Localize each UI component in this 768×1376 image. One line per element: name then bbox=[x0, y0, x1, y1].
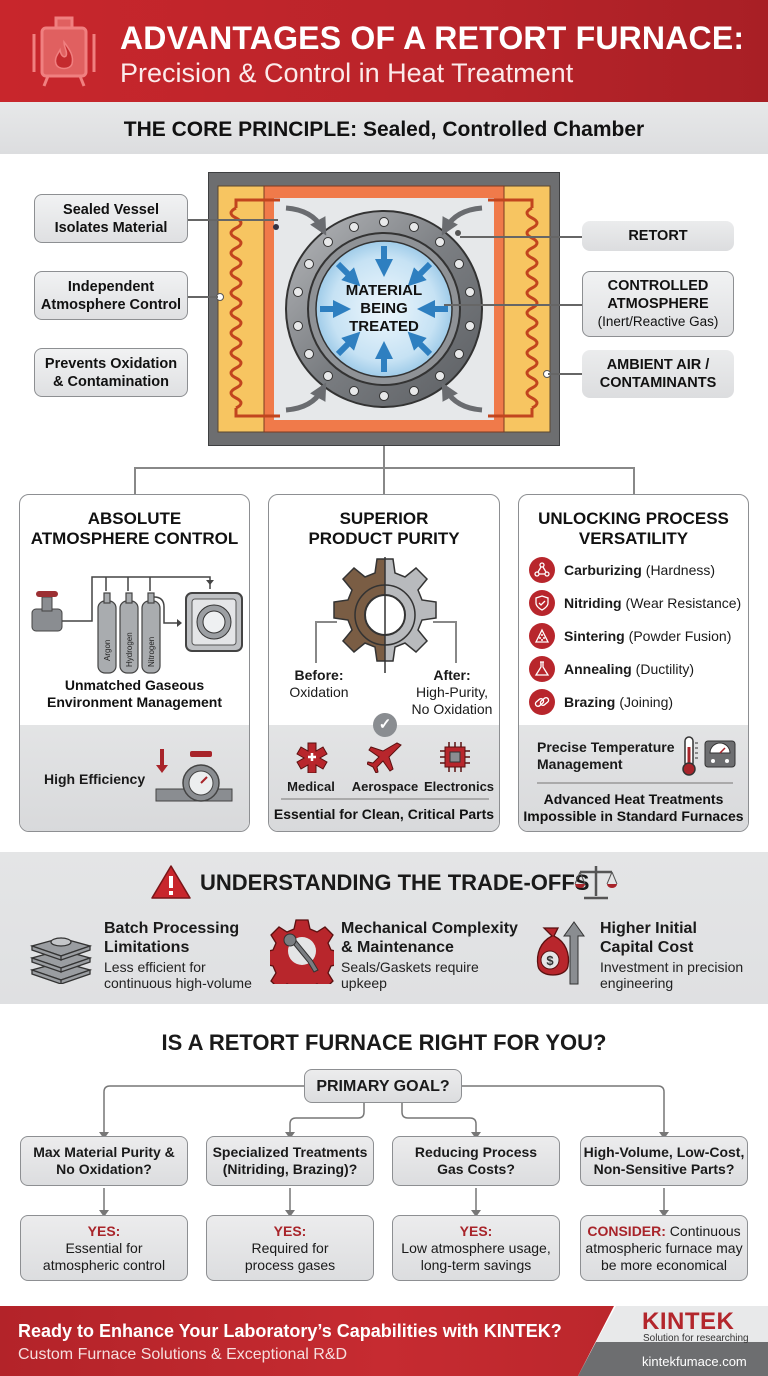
material-being-treated-label: MATERIAL BEING TREATED bbox=[345, 282, 423, 335]
stacked-plates-icon bbox=[29, 937, 93, 984]
pressure-gauge-icon bbox=[155, 749, 233, 802]
temperature-management-label: Precise Temperature Management bbox=[537, 739, 675, 772]
decision-question-high-volume: High-Volume, Low-Cost,Non-Sensitive Part… bbox=[580, 1136, 748, 1186]
process-item-sintering: Sintering (Powder Fusion) bbox=[529, 623, 731, 649]
pointer-line bbox=[433, 621, 455, 623]
industry-electronics: Electronics bbox=[423, 779, 495, 794]
process-item-carburizing: Carburizing (Hardness) bbox=[529, 557, 715, 583]
checkmark-icon: ✓ bbox=[373, 713, 397, 737]
kintek-url-link[interactable]: kintekfumace.com bbox=[642, 1354, 747, 1369]
airplane-icon bbox=[367, 742, 402, 773]
decision-answer-gas-costs: YES: Low atmosphere usage,long-term savi… bbox=[392, 1215, 560, 1281]
after-label: After: High-Purity, No Oxidation bbox=[411, 667, 493, 717]
pointer-line bbox=[455, 621, 457, 663]
high-efficiency-label: High Efficiency bbox=[44, 771, 146, 787]
process-item-annealing: Annealing (Ductility) bbox=[529, 656, 694, 682]
core-principle-title: THE CORE PRINCIPLE: Sealed, Controlled C… bbox=[123, 118, 645, 141]
decision-answer-high-volume: CONSIDER: Continuous atmospheric furnace… bbox=[580, 1215, 748, 1281]
footer-cta-subtitle: Custom Furnace Solutions & Exceptional R… bbox=[18, 1346, 348, 1363]
divider bbox=[281, 798, 489, 800]
powder-pile-icon bbox=[529, 623, 555, 649]
callout-retort: RETORT bbox=[582, 221, 734, 251]
page-title: ADVANTAGES OF A RETORT FURNACE: bbox=[120, 20, 745, 56]
card-caption: Essential for Clean, Critical Parts bbox=[273, 806, 495, 822]
decision-question-treatments: Specialized Treatments(Nitriding, Brazin… bbox=[206, 1136, 374, 1186]
kintek-logo: KINTEK bbox=[642, 1308, 735, 1335]
card-product-purity: SUPERIOR PRODUCT PURITY Before: Oxidatio… bbox=[268, 494, 500, 832]
retort-furnace-diagram bbox=[208, 172, 560, 446]
tradeoffs-band bbox=[0, 852, 768, 1004]
flask-icon bbox=[529, 656, 555, 682]
kintek-tagline: Solution for researching bbox=[643, 1333, 749, 1344]
money-bag-icon: $ bbox=[536, 921, 585, 985]
process-item-nitriding: Nitriding (Wear Resistance) bbox=[529, 590, 741, 616]
card-atmosphere-control: ABSOLUTE ATMOSPHERE CONTROL Argon Hydrog… bbox=[19, 494, 250, 832]
argon-label: Argon bbox=[103, 640, 112, 661]
connector-line bbox=[548, 373, 582, 375]
process-item-brazing: Brazing (Joining) bbox=[529, 689, 673, 715]
callout-independent-atmosphere: Independent Atmosphere Control bbox=[34, 271, 188, 320]
decision-root-node: PRIMARY GOAL? bbox=[304, 1069, 462, 1103]
tradeoff-item-complexity: Mechanical Complexity & Maintenance Seal… bbox=[341, 920, 518, 991]
tree-connector bbox=[134, 467, 136, 494]
tradeoff-item-batch: Batch Processing Limitations Less effici… bbox=[104, 920, 252, 991]
molecule-icon bbox=[529, 557, 555, 583]
medical-icon bbox=[296, 742, 328, 773]
header-banner bbox=[0, 0, 768, 102]
callout-ambient-air: AMBIENT AIR / CONTAMINANTS bbox=[582, 350, 734, 398]
callout-controlled-atmosphere: CONTROLLED ATMOSPHERE (Inert/Reactive Ga… bbox=[582, 271, 734, 337]
card-title: SUPERIOR PRODUCT PURITY bbox=[308, 509, 460, 548]
warning-icon bbox=[151, 865, 191, 899]
tree-connector bbox=[633, 467, 635, 494]
furnace-flame-icon bbox=[32, 16, 96, 87]
pointer-line bbox=[315, 621, 337, 623]
balance-scale-icon bbox=[574, 866, 618, 900]
card-caption: Unmatched Gaseous Environment Management bbox=[46, 677, 223, 710]
decision-connectors bbox=[99, 1085, 669, 1217]
connector-line bbox=[188, 219, 278, 221]
card-caption: Advanced Heat Treatments Impossible in S… bbox=[523, 791, 744, 824]
chip-icon bbox=[440, 742, 470, 772]
hydrogen-label: Hydrogen bbox=[125, 632, 134, 667]
tree-connector bbox=[383, 446, 385, 468]
card-title: ABSOLUTE ATMOSPHERE CONTROL bbox=[30, 509, 239, 548]
footer-logo-panel bbox=[578, 1306, 768, 1376]
decision-question-purity: Max Material Purity &No Oxidation? bbox=[20, 1136, 188, 1186]
callout-sealed-vessel: Sealed Vessel Isolates Material bbox=[34, 194, 188, 243]
gear-wrench-icon bbox=[270, 919, 334, 984]
industry-medical: Medical bbox=[287, 779, 335, 794]
card-title: UNLOCKING PROCESS VERSATILITY bbox=[538, 509, 729, 548]
callout-prevents-oxidation: Prevents Oxidation & Contamination bbox=[34, 348, 188, 397]
before-label: Before: Oxidation bbox=[289, 667, 349, 700]
industry-aerospace: Aerospace bbox=[351, 779, 419, 794]
thermometer-meter-icon bbox=[682, 736, 736, 776]
tree-connector bbox=[383, 467, 385, 494]
connector-line bbox=[444, 304, 582, 306]
page-subtitle: Precision & Control in Heat Treatment bbox=[120, 58, 574, 88]
shield-icon bbox=[529, 590, 555, 616]
card-process-versatility: UNLOCKING PROCESS VERSATILITY Carburizin… bbox=[518, 494, 749, 832]
gas-cylinders-icon: Argon Hydrogen Nitrogen bbox=[31, 576, 243, 674]
tradeoffs-title: UNDERSTANDING THE TRADE-OFFS bbox=[200, 870, 590, 895]
link-icon bbox=[529, 689, 555, 715]
pointer-line bbox=[315, 621, 317, 663]
gear-before-after-icon bbox=[333, 557, 437, 673]
core-principle-band bbox=[0, 102, 768, 154]
svg-text:$: $ bbox=[546, 953, 554, 968]
decision-title: IS A RETORT FURNACE RIGHT FOR YOU? bbox=[161, 1030, 607, 1055]
connector-line bbox=[188, 296, 218, 298]
divider bbox=[537, 782, 733, 784]
connector-line bbox=[460, 236, 582, 238]
footer-cta-title: Ready to Enhance Your Laboratory’s Capab… bbox=[18, 1321, 562, 1341]
tradeoff-item-cost: Higher Initial Capital Cost Investment i… bbox=[600, 920, 744, 991]
nitrogen-label: Nitrogen bbox=[147, 637, 156, 667]
